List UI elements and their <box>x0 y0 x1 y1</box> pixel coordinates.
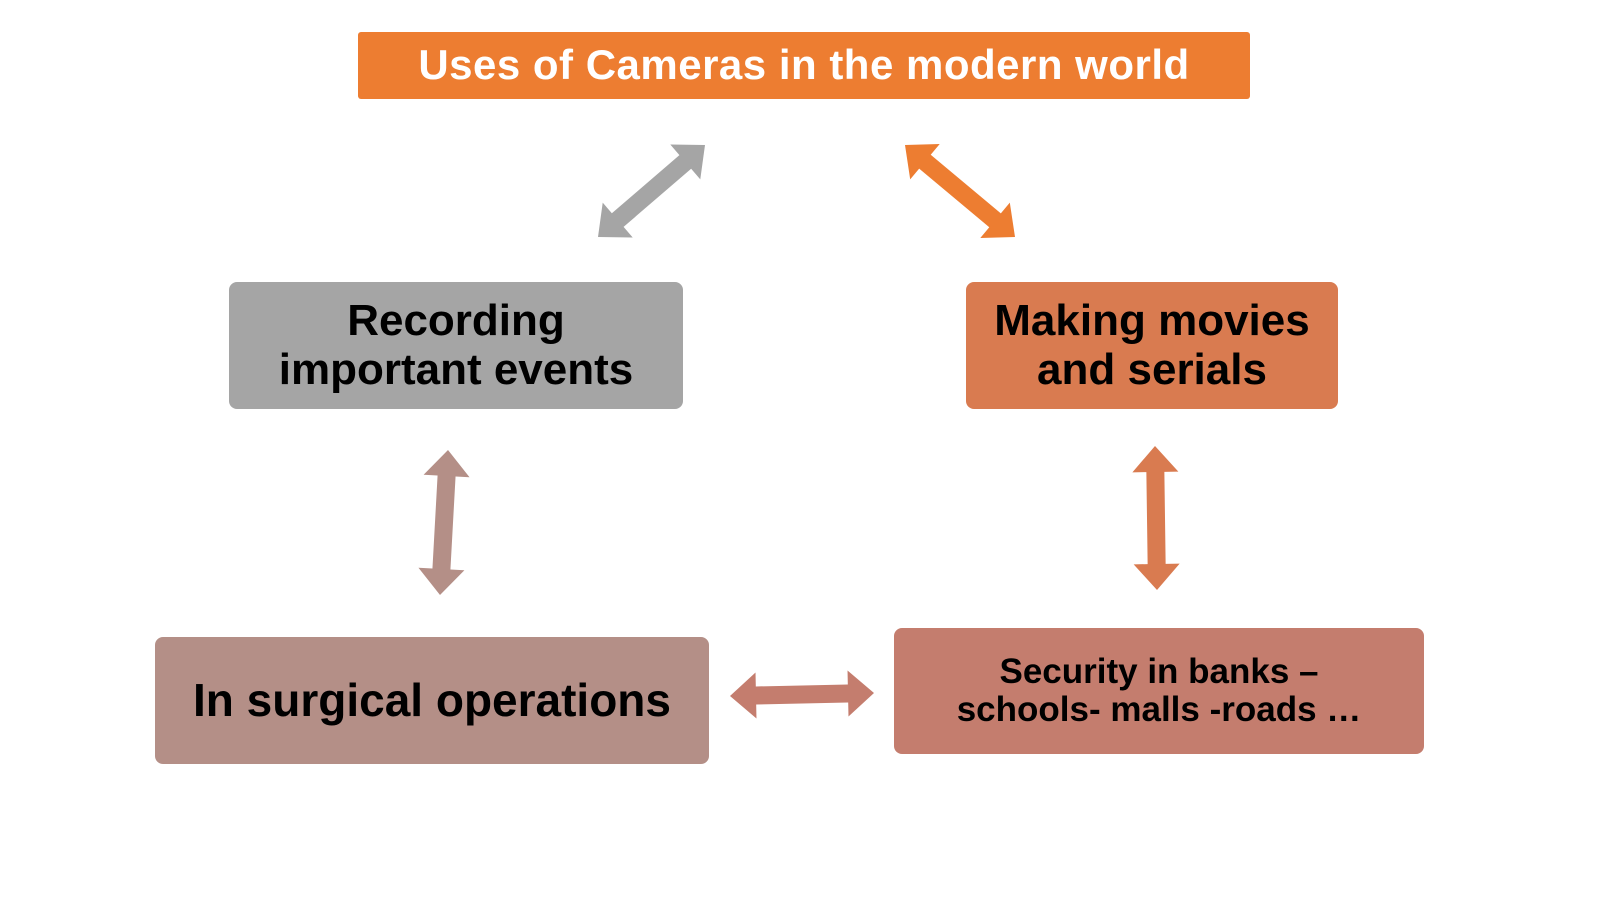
arrow-title-movies-icon <box>905 144 1015 238</box>
node-text-line: and serials <box>1037 344 1267 394</box>
node-text-line: schools- malls -roads … <box>956 690 1362 729</box>
diagram-title: Uses of Cameras in the modern world <box>358 32 1250 99</box>
arrow-recording-surgical-icon <box>418 450 470 595</box>
node-surgical-operations: In surgical operations <box>155 637 709 764</box>
arrow-surgical-security-icon <box>730 670 874 719</box>
node-text-line: In surgical operations <box>193 674 671 727</box>
node-text-line: Recording <box>347 296 565 346</box>
arrow-title-recording-icon <box>598 144 705 238</box>
arrow-movies-security-icon <box>1132 446 1180 590</box>
node-text-line: Security in banks – <box>999 651 1319 691</box>
node-text-line: Making movies <box>994 296 1310 346</box>
title-text: Uses of Cameras in the modern world <box>418 41 1190 89</box>
node-security: Security in banks –schools- malls -roads… <box>894 628 1424 754</box>
node-text-line: important events <box>278 344 634 394</box>
